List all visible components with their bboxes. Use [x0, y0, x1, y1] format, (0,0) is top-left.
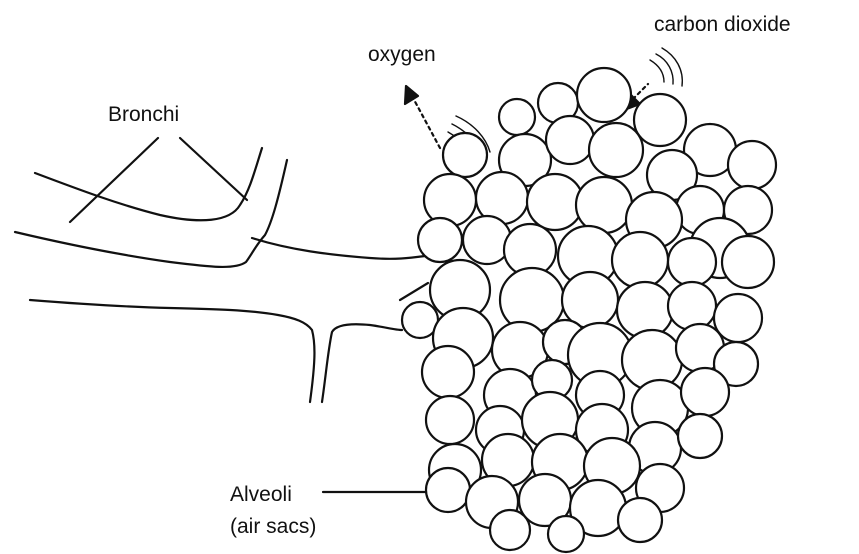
leader-lines — [70, 138, 440, 492]
alveolus-25 — [668, 238, 716, 286]
alveolus-62 — [618, 498, 662, 542]
alveolus-1 — [499, 99, 535, 135]
bronchi-tubes — [15, 148, 428, 402]
carbon-dioxide-label: carbon dioxide — [654, 14, 791, 35]
alveolus-20 — [418, 218, 462, 262]
alveolus-3 — [577, 68, 631, 122]
alveolus-31 — [668, 282, 716, 330]
air-sacs-label: (air sacs) — [230, 516, 316, 537]
alveolus-16 — [527, 174, 583, 230]
alveoli-cluster — [402, 68, 776, 552]
bronchus-connector — [400, 283, 428, 300]
alveolus-10 — [589, 123, 643, 177]
alveolus-58 — [426, 468, 470, 512]
alveolus-14 — [424, 174, 476, 226]
alveolus-46 — [681, 368, 729, 416]
bronchus-upper-wall — [35, 148, 262, 220]
alveolus-64 — [548, 516, 584, 552]
alveolus-47 — [426, 396, 474, 444]
alveolus-9 — [546, 116, 594, 164]
bronchus-main-upper — [252, 238, 425, 259]
alveolus-52 — [678, 414, 722, 458]
bronchus-main-lower-b — [322, 324, 402, 402]
alveolus-17 — [576, 177, 632, 233]
bronchi-leader-right — [180, 138, 247, 200]
alveolus-26 — [722, 236, 774, 288]
bronchi-label: Bronchi — [108, 104, 179, 125]
alveolus-63 — [490, 510, 530, 550]
oxygen-label: oxygen — [368, 44, 436, 65]
alveolus-4 — [634, 94, 686, 146]
bronchi-leader-left — [70, 138, 158, 222]
alveolus-7 — [443, 133, 487, 177]
alveolus-24 — [612, 232, 668, 288]
alveolus-30 — [617, 282, 673, 338]
alveolus-6 — [728, 141, 776, 189]
alveolus-41 — [422, 346, 474, 398]
alveoli-label: Alveoli — [230, 484, 292, 505]
bronchus-main-lower-a — [30, 300, 314, 402]
